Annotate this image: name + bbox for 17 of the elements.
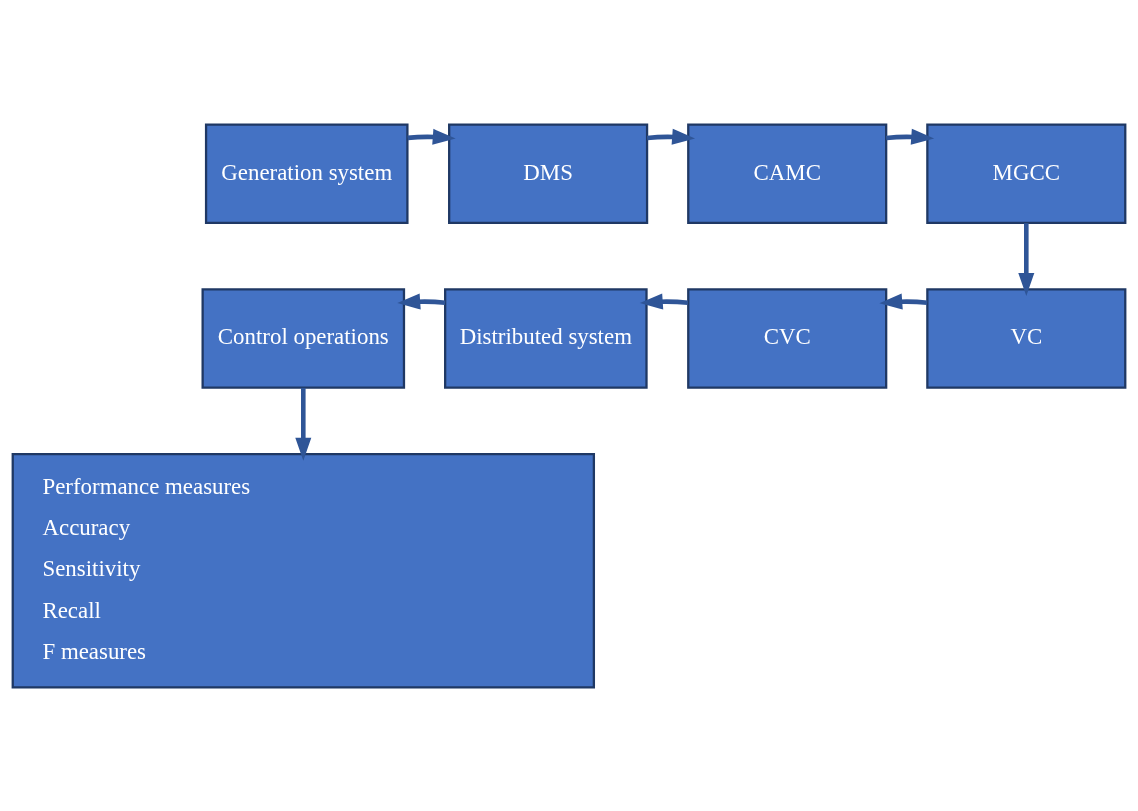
node-box: DMS — [448, 122, 649, 224]
node-box: Control operations — [201, 287, 406, 389]
arrow — [1018, 222, 1035, 296]
arrow — [879, 293, 928, 310]
arrow — [397, 293, 446, 310]
arrow — [646, 128, 696, 145]
arrow — [407, 128, 456, 145]
node-box: CAMC — [687, 122, 888, 224]
arrow — [295, 387, 312, 461]
node-box: CVC — [687, 287, 888, 389]
arrow — [886, 128, 935, 145]
node-box: Generation system — [204, 122, 409, 224]
node-box: Performance measures Accuracy Sensitivity Recall F measures — [11, 452, 596, 689]
node-box: Distributed system — [444, 287, 648, 389]
node-box: MGCC — [926, 122, 1127, 224]
node-box: VC — [926, 287, 1127, 389]
arrow — [639, 293, 689, 310]
